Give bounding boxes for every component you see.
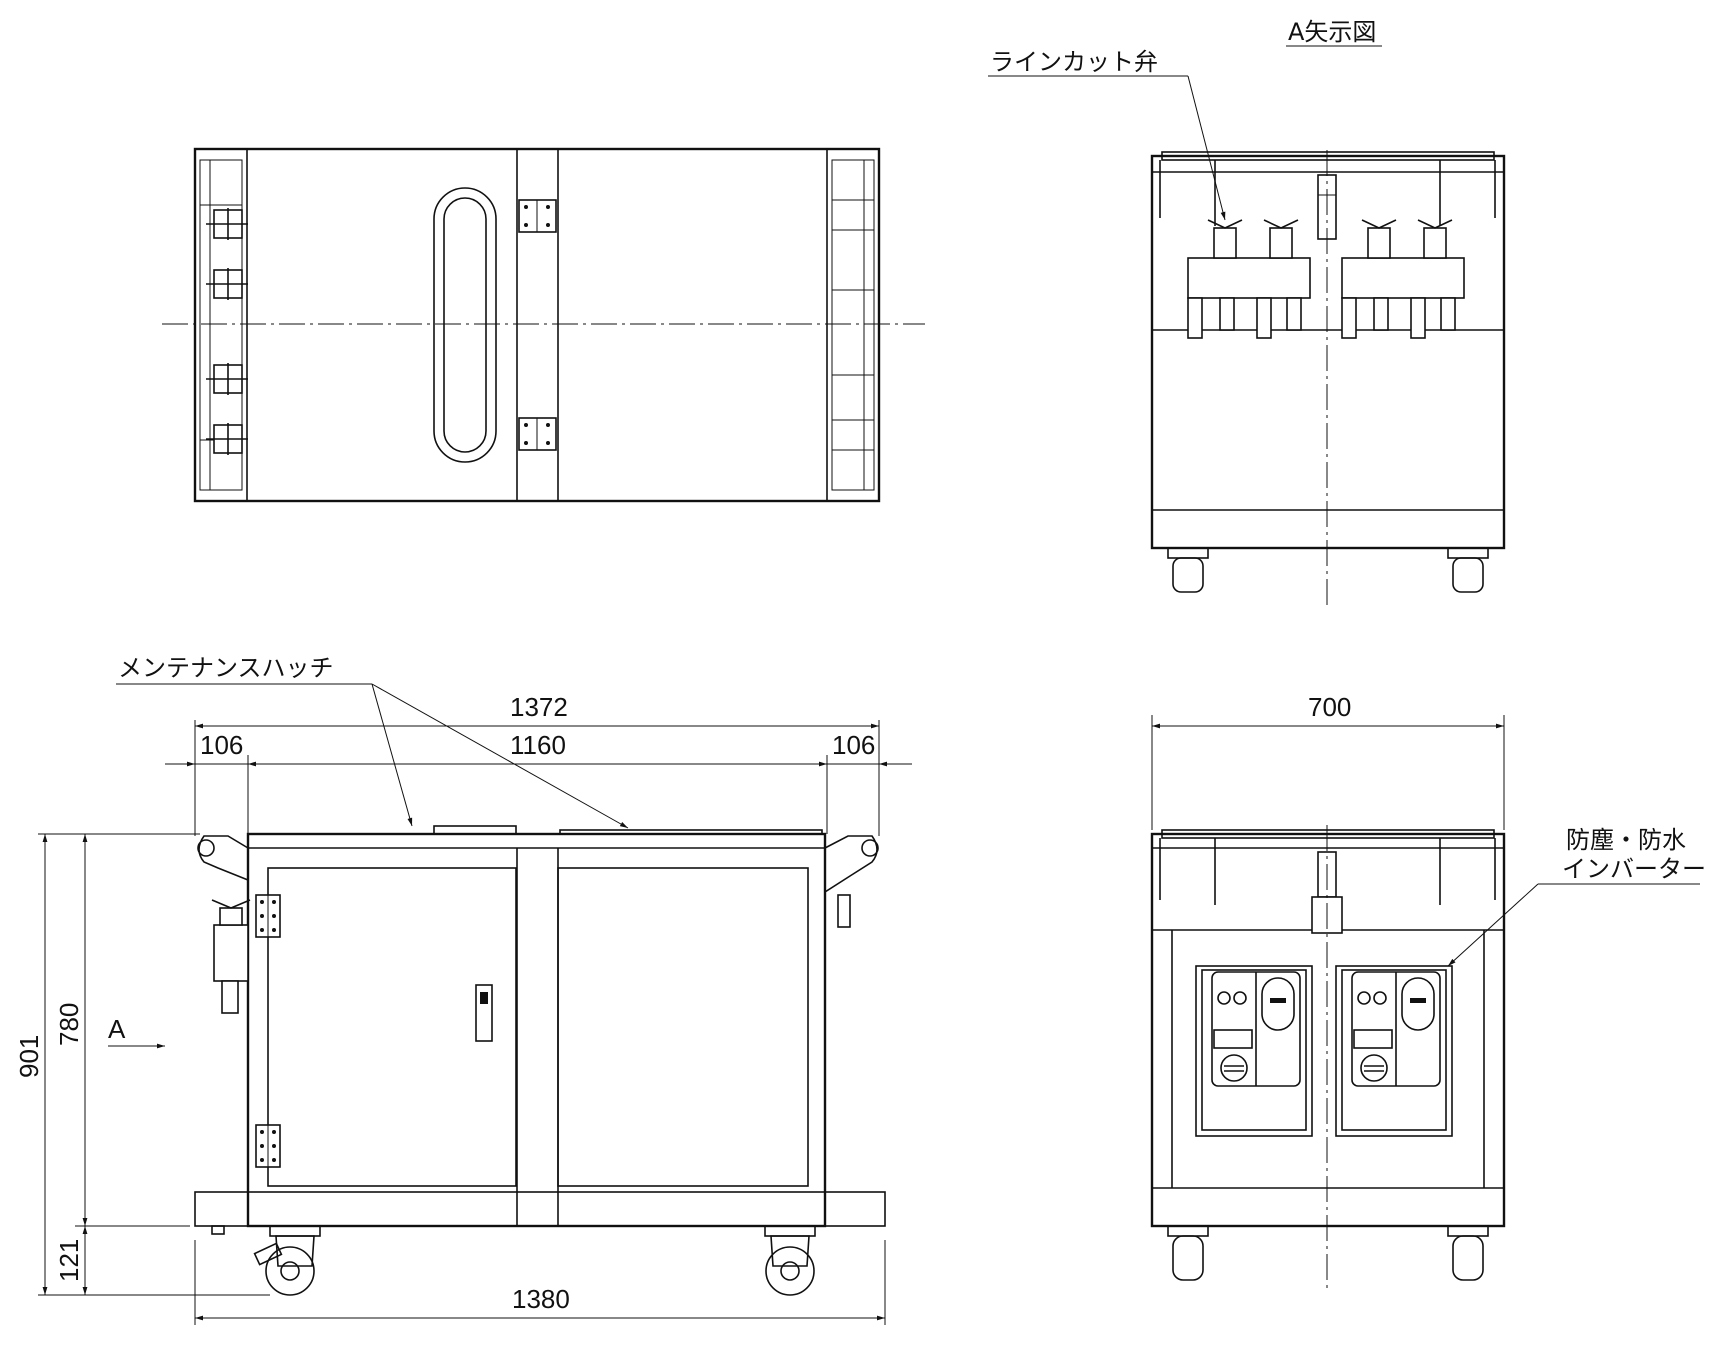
hatch-cover-left bbox=[433, 825, 517, 835]
dim-left-ear: 106 bbox=[200, 730, 243, 760]
lifting-lug-right bbox=[824, 835, 879, 928]
hatch-handle-inner bbox=[443, 197, 487, 453]
view-a-title: A矢示図 bbox=[1288, 18, 1376, 46]
side-view: メンテナンスハッチ A 1372 106 1160 106 1380 901 7… bbox=[14, 654, 912, 1325]
manifold-right bbox=[1341, 257, 1465, 299]
manifold-left bbox=[1187, 257, 1311, 299]
top-valve-4 bbox=[206, 423, 248, 455]
dim-right-ear: 106 bbox=[832, 730, 875, 760]
dim-caster-height: 121 bbox=[54, 1239, 84, 1282]
inverter-label-line2: インバーター bbox=[1562, 855, 1706, 883]
rear-view-body bbox=[1150, 832, 1506, 1228]
dim-body-height: 780 bbox=[54, 1003, 84, 1046]
inverter-label-line1: 防塵・防水 bbox=[1566, 826, 1686, 854]
dim-overall-length: 1372 bbox=[510, 692, 568, 722]
top-hinge-lower bbox=[518, 417, 557, 451]
rear-view: 700 防塵・防水 インバーター bbox=[1150, 692, 1706, 1290]
a-arrow-view: A矢示図 ラインカット弁 bbox=[988, 18, 1506, 605]
side-caster-right bbox=[764, 1225, 816, 1296]
hatch-handle-outer bbox=[433, 187, 497, 463]
a-view-casters bbox=[1167, 547, 1489, 593]
dim-base-length: 1380 bbox=[512, 1284, 570, 1314]
top-valve-2 bbox=[206, 268, 248, 300]
dim-total-height: 901 bbox=[14, 1035, 44, 1078]
top-left-frame bbox=[194, 148, 248, 502]
couplers bbox=[1187, 297, 1456, 339]
top-right-frame bbox=[826, 148, 880, 502]
door-left bbox=[267, 867, 517, 1187]
top-valve-3 bbox=[206, 363, 248, 395]
door-right bbox=[557, 867, 809, 1187]
line-cut-valve-label: ラインカット弁 bbox=[990, 48, 1158, 76]
top-valve-1 bbox=[206, 208, 248, 240]
side-hinge-lower bbox=[255, 1124, 281, 1168]
top-hinge-upper bbox=[518, 199, 557, 233]
side-hinge-upper bbox=[255, 894, 281, 938]
inverter-right bbox=[1335, 965, 1453, 1137]
a-view-body bbox=[1150, 154, 1506, 550]
side-caster-left bbox=[253, 1225, 321, 1296]
dim-inner-length: 1160 bbox=[510, 730, 566, 760]
line-cut-valves bbox=[1207, 219, 1453, 259]
side-cabinet bbox=[246, 832, 827, 1228]
top-view bbox=[162, 147, 925, 503]
inverter-left bbox=[1195, 965, 1313, 1137]
hatch-cover-right bbox=[559, 829, 823, 835]
base-skid bbox=[194, 1191, 886, 1227]
maintenance-hatch-label: メンテナンスハッチ bbox=[118, 654, 334, 682]
dim-front-width: 700 bbox=[1308, 692, 1351, 722]
arrow-a-label: A bbox=[108, 1014, 126, 1044]
rear-view-casters bbox=[1167, 1225, 1489, 1281]
side-valve bbox=[211, 899, 251, 1014]
lifting-lug-left bbox=[197, 835, 249, 881]
